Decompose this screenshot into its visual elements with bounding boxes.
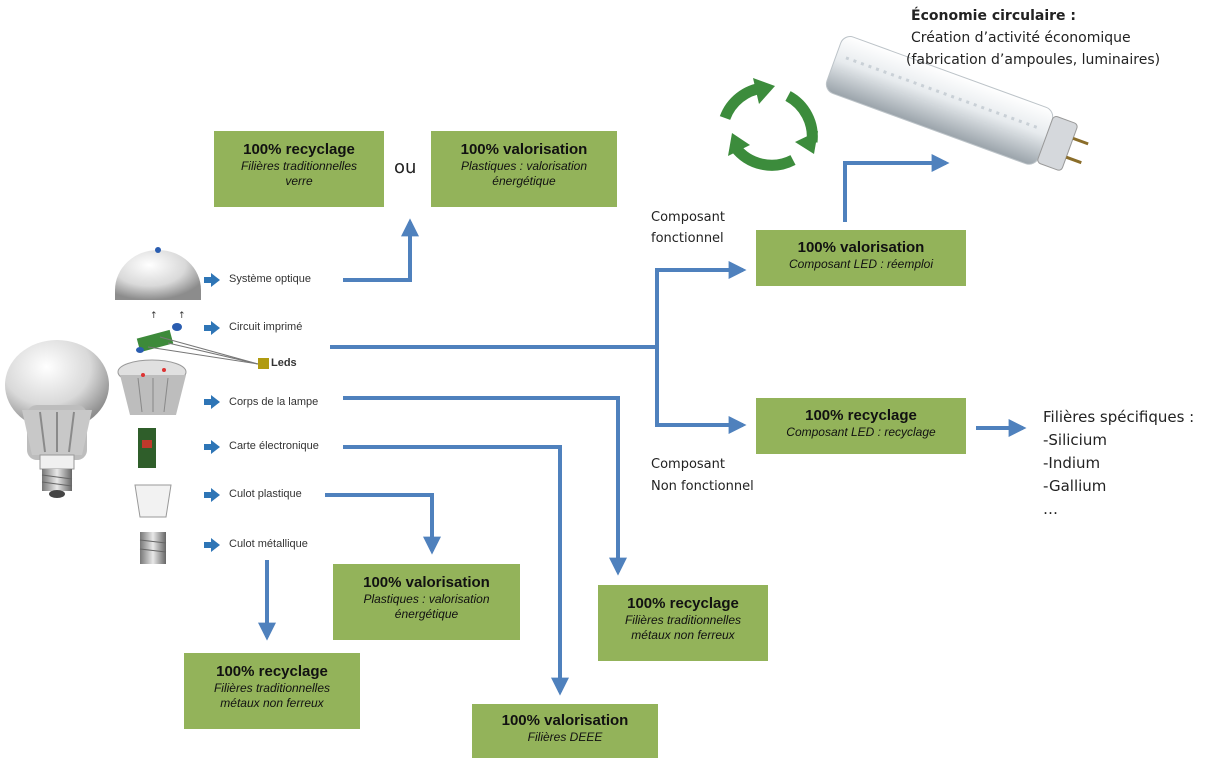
svg-text:↑: ↑ — [150, 311, 158, 321]
specific-item: -Gallium — [1043, 477, 1107, 495]
box-sub: Composant LED : recyclage — [786, 425, 936, 439]
box-sub: Filières DEEE — [527, 730, 603, 744]
box-title: 100% recyclage — [805, 407, 917, 424]
specific-title: Filières spécifiques : — [1043, 408, 1195, 426]
specific-item: -Silicium — [1043, 431, 1107, 449]
nonfunctional-line1: Composant — [651, 457, 725, 472]
part-label-culot-plastique: Culot plastique — [229, 488, 302, 500]
nonfunctional-line2: Non fonctionnel — [651, 479, 754, 494]
box-plastic-valor: 100% valorisation Plastiques : valorisat… — [333, 564, 520, 640]
part-arrow-carte — [204, 440, 220, 454]
box-sub: Filières traditionnelles — [624, 613, 742, 627]
arrow-optique-up — [343, 218, 419, 282]
led-bulb-image — [5, 340, 109, 498]
box-led-recycle: 100% recyclage Composant LED : recyclage — [756, 398, 966, 454]
arrow-plastique-down — [325, 493, 441, 555]
specific-item: … — [1043, 500, 1058, 518]
circular-line1: Création d’activité économique — [911, 30, 1131, 46]
box-title: 100% recyclage — [243, 141, 355, 158]
box-sub: énergétique — [394, 607, 459, 621]
leds-marker — [258, 358, 269, 369]
box-led-reuse: 100% valorisation Composant LED : réempl… — [756, 230, 966, 286]
arrow-carte-down — [343, 445, 569, 696]
box-title: 100% valorisation — [501, 712, 629, 729]
box-sub: Plastiques : valorisation — [363, 592, 490, 606]
box-title: 100% valorisation — [460, 141, 588, 158]
svg-text:↑: ↑ — [178, 311, 186, 321]
box-sub: métaux non ferreux — [220, 696, 324, 710]
part-label-carte: Carte électronique — [229, 440, 319, 452]
circular-title: Économie circulaire : — [911, 8, 1077, 24]
box-title: 100% recyclage — [216, 663, 328, 680]
box-sub: verre — [285, 174, 313, 188]
box-sub: Filières traditionnelles — [240, 159, 358, 173]
box-sub: Filières traditionnelles — [213, 681, 331, 695]
box-sub: énergétique — [492, 174, 556, 188]
arrow-to-economy — [843, 154, 950, 222]
part-label-optique: Système optique — [229, 273, 311, 285]
part-arrow-circuit — [204, 321, 220, 335]
box-body-recycle: 100% recyclage Filières traditionnelles … — [598, 585, 768, 661]
arrow-led-functional — [330, 261, 747, 349]
box-sub: Plastiques : valorisation — [460, 159, 588, 173]
recycle-icon — [719, 78, 818, 171]
arrow-led-nonfunctional — [655, 347, 747, 434]
box-sub: Composant LED : réemploi — [788, 257, 934, 271]
functional-line1: Composant — [651, 210, 725, 225]
specific-item: -Indium — [1043, 454, 1101, 472]
exploded-bulb-image: ↑ ↑ — [115, 247, 201, 564]
box-optic-valor: 100% valorisation Plastiques : valorisat… — [431, 131, 617, 207]
part-label-culot-metallique: Culot métallique — [229, 538, 308, 550]
part-arrows — [204, 273, 220, 552]
functional-line2: fonctionnel — [651, 231, 724, 246]
box-sub: métaux non ferreux — [631, 628, 735, 642]
arrow-corps-down — [343, 396, 627, 576]
box-title: 100% valorisation — [797, 239, 925, 256]
part-arrow-culot-plastique — [204, 488, 220, 502]
part-arrow-culot-metallique — [204, 538, 220, 552]
led-tube-image — [825, 36, 1089, 171]
part-arrow-corps — [204, 395, 220, 409]
circular-line2: (fabrication d’ampoules, luminaires) — [906, 52, 1161, 68]
part-label-circuit: Circuit imprimé — [229, 321, 303, 333]
box-deee-valor: 100% valorisation Filières DEEE — [472, 704, 658, 758]
part-label-corps: Corps de la lampe — [229, 396, 319, 408]
box-metal-recycle: 100% recyclage Filières traditionnelles … — [184, 653, 360, 729]
part-label-leds: Leds — [271, 357, 297, 369]
leds-callout — [147, 336, 269, 369]
box-title: 100% valorisation — [363, 574, 490, 591]
box-glass-recycle: 100% recyclage Filières traditionnelles … — [214, 131, 384, 207]
box-title: 100% recyclage — [627, 595, 739, 612]
part-arrow-optique — [204, 273, 220, 287]
ou-label: ou — [394, 157, 417, 178]
